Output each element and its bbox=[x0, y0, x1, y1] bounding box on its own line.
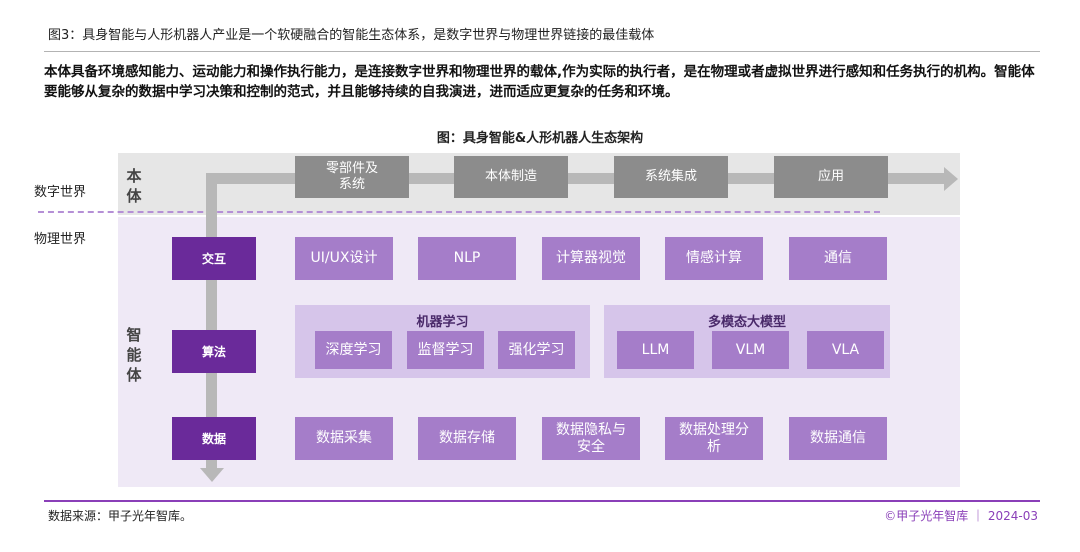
body-vertical-label: 本 体 bbox=[124, 166, 144, 206]
body-label-char: 本 bbox=[126, 167, 142, 185]
interaction-item: UI/UX设计 bbox=[295, 237, 393, 280]
agent-label-char: 智 bbox=[126, 326, 142, 344]
right-arrow-icon bbox=[944, 167, 958, 191]
diagram-title: 图：具身智能&人形机器人生态架构 bbox=[436, 131, 644, 146]
interaction-item: 通信 bbox=[789, 237, 887, 280]
row-label-algorithm: 算法 bbox=[172, 330, 256, 373]
title-divider bbox=[44, 51, 1040, 52]
horizontal-arrow-shaft bbox=[206, 173, 946, 184]
chain-step-label: 本体制造 bbox=[484, 169, 537, 184]
data-item: 数据隐私与安全 bbox=[556, 421, 626, 455]
data-item-box: 数据处理分析 bbox=[665, 417, 763, 460]
row-label-interaction: 交互 bbox=[172, 237, 256, 280]
algorithm-item: LLM bbox=[617, 331, 694, 369]
chain-step-box: 系统集成 bbox=[614, 156, 728, 198]
interaction-item: 情感计算 bbox=[665, 237, 763, 280]
data-source: 数据来源：甲子光年智库。 bbox=[48, 509, 193, 523]
algorithm-item: 强化学习 bbox=[498, 331, 575, 369]
chain-step-label: 零部件及系统 bbox=[325, 161, 378, 192]
copyright: ©甲子光年智库 ｜ 2024-03 bbox=[884, 509, 1038, 523]
data-item: 数据采集 bbox=[295, 417, 393, 460]
interaction-item: NLP bbox=[418, 237, 516, 280]
algorithm-item: 深度学习 bbox=[315, 331, 392, 369]
description-text: 本体具备环境感知能力、运动能力和操作执行能力，是连接数字世界和物理世界的载体,作… bbox=[44, 64, 1035, 100]
physical-world-label: 物理世界 bbox=[34, 232, 87, 247]
world-divider bbox=[38, 211, 880, 213]
multimodal-model-title: 多模态大模型 bbox=[707, 315, 786, 330]
chain-step-box: 本体制造 bbox=[454, 156, 568, 198]
digital-world-label: 数字世界 bbox=[34, 185, 87, 200]
row-label-data: 数据 bbox=[172, 417, 256, 460]
algorithm-item: VLM bbox=[712, 331, 789, 369]
vertical-arrow-shaft bbox=[206, 173, 217, 471]
algorithm-item: VLA bbox=[807, 331, 884, 369]
down-arrow-icon bbox=[200, 468, 224, 482]
algorithm-item: 监督学习 bbox=[407, 331, 484, 369]
figure-title: 图3：具身智能与人形机器人产业是一个软硬融合的智能生态体系，是数字世界与物理世界… bbox=[48, 28, 655, 43]
data-item: 数据通信 bbox=[789, 417, 887, 460]
machine-learning-title: 机器学习 bbox=[416, 315, 469, 330]
chain-step-box: 应用 bbox=[774, 156, 888, 198]
agent-label-char: 体 bbox=[126, 366, 142, 384]
chain-step-box: 零部件及系统 bbox=[295, 156, 409, 198]
agent-vertical-label: 智 能 体 bbox=[124, 325, 144, 385]
data-item-box: 数据隐私与安全 bbox=[542, 417, 640, 460]
data-item: 数据处理分析 bbox=[679, 421, 749, 455]
data-item: 数据存储 bbox=[418, 417, 516, 460]
body-label-char: 体 bbox=[126, 187, 142, 205]
interaction-item: 计算器视觉 bbox=[542, 237, 640, 280]
chain-step-label: 系统集成 bbox=[644, 169, 697, 184]
chain-step-label: 应用 bbox=[817, 169, 844, 184]
footer-divider bbox=[44, 500, 1040, 502]
agent-label-char: 能 bbox=[126, 346, 142, 364]
